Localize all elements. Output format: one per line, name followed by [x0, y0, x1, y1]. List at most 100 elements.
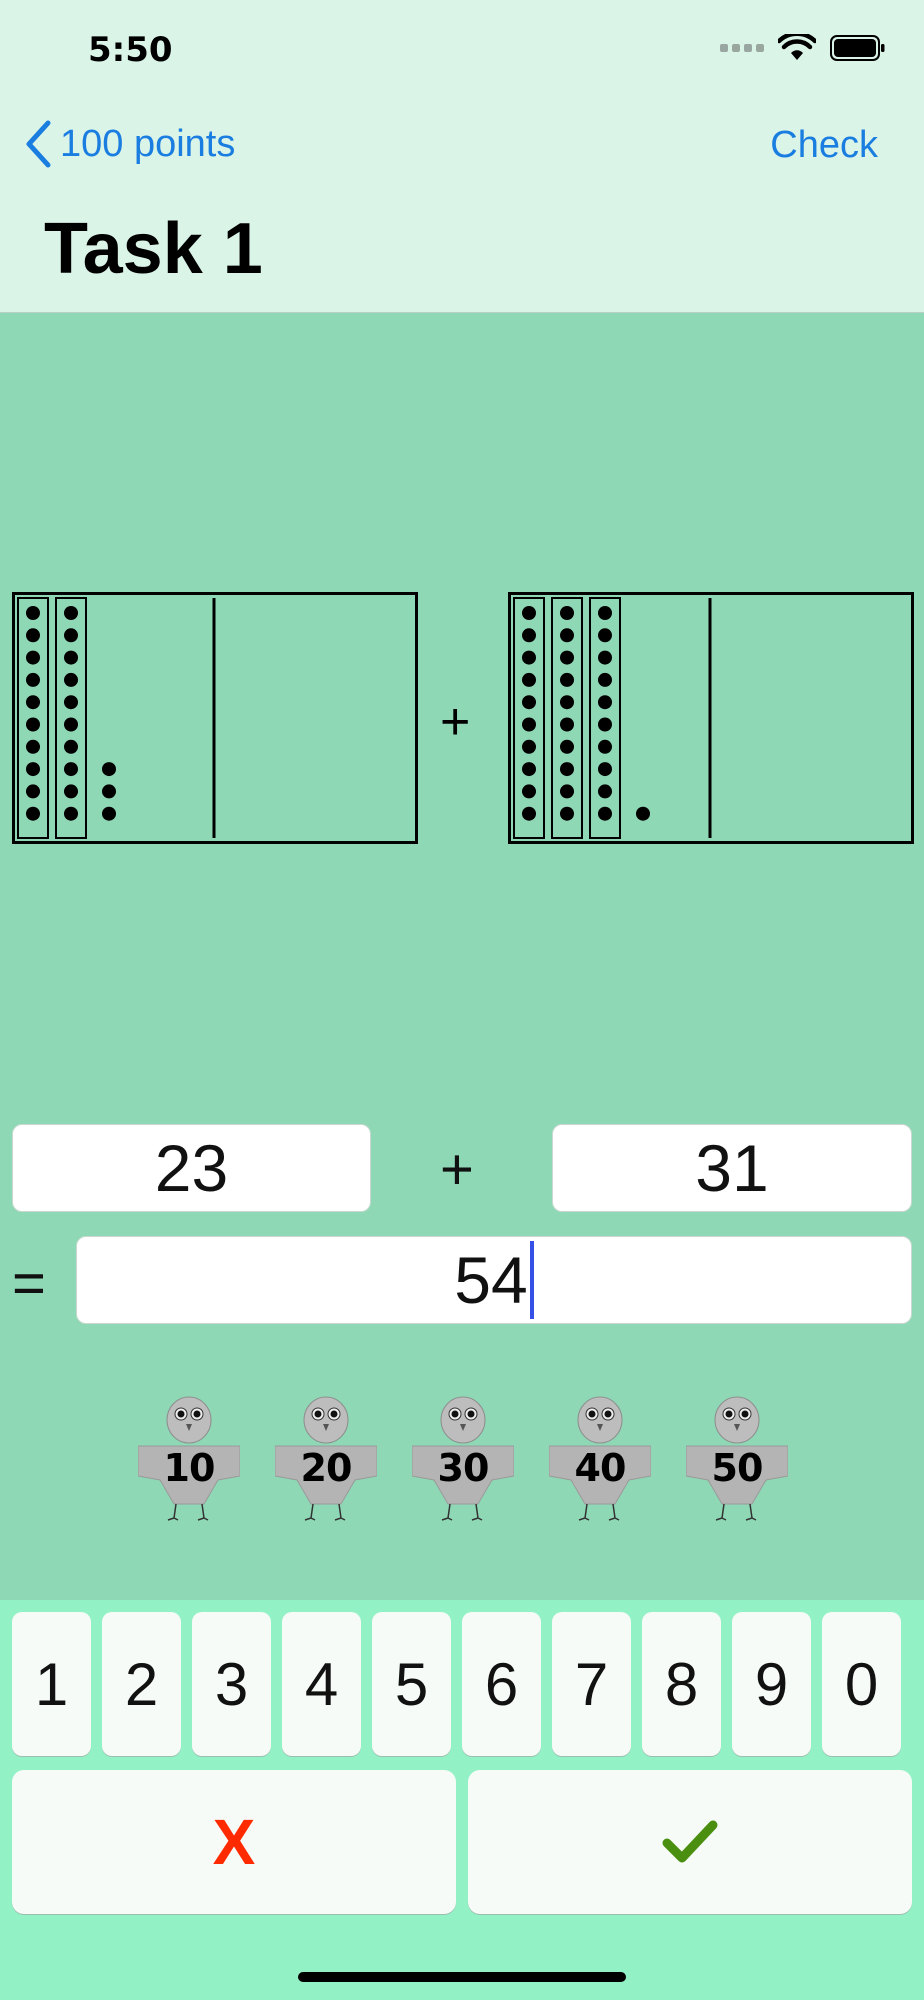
tens-column [513, 597, 545, 839]
bird-icon [138, 1396, 240, 1521]
chevron-left-icon [26, 120, 51, 168]
tens-dot [64, 606, 78, 620]
tens-dot [522, 806, 536, 821]
tens-dot [64, 695, 78, 710]
tens-dot [64, 806, 78, 821]
tens-dot [64, 672, 78, 687]
tens-dot [522, 606, 536, 620]
bird-token-20[interactable]: 20 [275, 1396, 377, 1528]
operator-sign: + [440, 1137, 474, 1202]
tens-dot [522, 628, 536, 643]
digit-key-5[interactable]: 5 [372, 1612, 451, 1756]
number-panel-right [508, 592, 914, 844]
tens-dot [560, 717, 574, 732]
tens-dot [26, 650, 40, 665]
tens-dot [522, 762, 536, 777]
tens-dot [26, 717, 40, 732]
tens-dot [522, 717, 536, 732]
clear-label: X [212, 1806, 256, 1878]
tens-dot [560, 628, 574, 643]
nav-header: 5:50 100 points Check Task 1 [0, 0, 924, 313]
back-button-label: 100 points [60, 122, 236, 165]
equals-sign: = [12, 1251, 46, 1316]
tens-dot [598, 784, 612, 799]
bird-token-40[interactable]: 40 [549, 1396, 651, 1528]
tens-column [589, 597, 621, 839]
tens-dot [560, 739, 574, 754]
digit-key-9[interactable]: 9 [732, 1612, 811, 1756]
ones-dot [102, 762, 116, 777]
status-icons [720, 34, 886, 62]
tens-dot [64, 717, 78, 732]
digit-key-8[interactable]: 8 [642, 1612, 721, 1756]
tens-dot [522, 739, 536, 754]
tens-dot [560, 672, 574, 687]
tens-dot [598, 650, 612, 665]
tens-dot [26, 784, 40, 799]
bird-token-row: 10 20 30 40 50 [138, 1396, 788, 1528]
bird-token-label: 20 [300, 1446, 353, 1490]
tens-dot [64, 650, 78, 665]
tens-dot [598, 606, 612, 620]
digit-key-6[interactable]: 6 [462, 1612, 541, 1756]
tens-dot [26, 672, 40, 687]
tens-dot [598, 695, 612, 710]
cellular-signal-icon [720, 44, 764, 52]
ones-dot [102, 806, 116, 821]
tens-dot [560, 806, 574, 821]
tens-dot [26, 628, 40, 643]
tens-dot [560, 650, 574, 665]
visual-plus-sign: + [440, 693, 471, 751]
tens-dot [26, 762, 40, 777]
status-time: 5:50 [88, 30, 173, 70]
tens-dot [598, 806, 612, 821]
tens-dot [522, 695, 536, 710]
right-operand-field[interactable]: 31 [552, 1124, 912, 1212]
tens-dot [598, 739, 612, 754]
answer-value: 54 [454, 1243, 528, 1317]
tens-dot [598, 762, 612, 777]
confirm-button[interactable] [468, 1770, 912, 1914]
bird-icon [686, 1396, 788, 1521]
bird-token-label: 10 [163, 1446, 216, 1490]
bird-token-30[interactable]: 30 [412, 1396, 514, 1528]
text-cursor [529, 1241, 534, 1319]
digit-key-4[interactable]: 4 [282, 1612, 361, 1756]
tens-dot [26, 606, 40, 620]
bird-token-label: 30 [437, 1446, 490, 1490]
bird-token-label: 50 [711, 1446, 764, 1490]
digit-key-0[interactable]: 0 [822, 1612, 901, 1756]
digit-key-3[interactable]: 3 [192, 1612, 271, 1756]
bird-icon [549, 1396, 651, 1521]
bird-icon [412, 1396, 514, 1521]
panel-frame [508, 592, 914, 844]
digit-key-1[interactable]: 1 [12, 1612, 91, 1756]
bird-token-10[interactable]: 10 [138, 1396, 240, 1528]
number-panel-left [12, 592, 418, 844]
panel-frame [12, 592, 418, 844]
tens-dot [64, 628, 78, 643]
back-button[interactable]: 100 points [24, 120, 235, 168]
clear-button[interactable]: X [12, 1770, 456, 1914]
digit-key-2[interactable]: 2 [102, 1612, 181, 1756]
bird-token-label: 40 [574, 1446, 627, 1490]
check-button[interactable]: Check [770, 124, 878, 166]
tens-dot [26, 806, 40, 821]
left-operand-field[interactable]: 23 [12, 1124, 371, 1212]
tens-dot [598, 628, 612, 643]
tens-dot [64, 784, 78, 799]
answer-input[interactable]: 54 [76, 1236, 912, 1324]
tens-dot [560, 606, 574, 620]
wifi-icon [778, 34, 816, 60]
tens-dot [522, 672, 536, 687]
ones-dot [102, 784, 116, 799]
digit-key-7[interactable]: 7 [552, 1612, 631, 1756]
tens-dot [560, 762, 574, 777]
tens-dot [64, 739, 78, 754]
tens-column [17, 597, 49, 839]
bird-token-50[interactable]: 50 [686, 1396, 788, 1528]
tens-dot [522, 784, 536, 799]
tens-column [551, 597, 583, 839]
tens-dot [598, 672, 612, 687]
